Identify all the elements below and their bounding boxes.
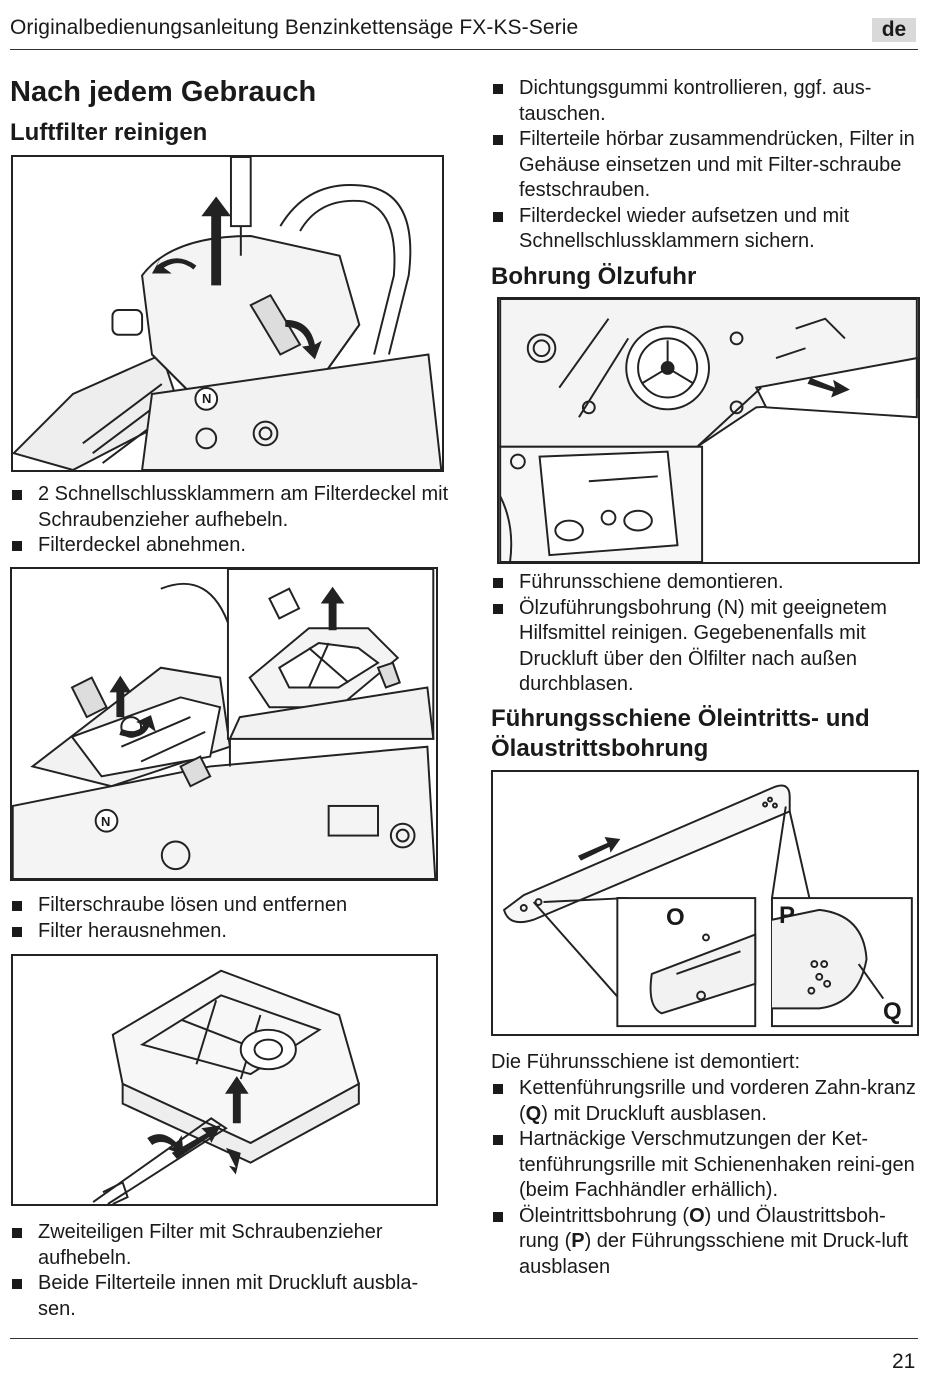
figure-label-n: N — [101, 814, 111, 829]
steps-list-guide-bar: Kettenführungsrille und vorderen Zahn-kr… — [491, 1076, 921, 1280]
figure-filter-screw: N — [10, 567, 438, 881]
intro-text: Die Führunsschiene ist demontiert: — [491, 1051, 801, 1073]
footer-rule — [10, 1338, 918, 1339]
list-item: Kettenführungsrille und vorderen Zahn-kr… — [491, 1076, 921, 1127]
steps-list-filter-clean: Zweiteiligen Filter mit Schraubenzieher … — [10, 1220, 450, 1322]
list-item: Öleintrittsbohrung (O) und Ölaustrittsbo… — [491, 1204, 921, 1281]
figure-label-o: O — [666, 904, 685, 931]
list-item: Zweiteiligen Filter mit Schraubenzieher … — [10, 1220, 450, 1271]
steps-list-filter-reassemble: Dichtungsgummi kontrollieren, ggf. aus-t… — [491, 76, 921, 255]
guide-bar-illustration — [502, 784, 913, 1028]
list-item: Filter herausnehmen. — [10, 919, 450, 945]
list-item: Filterschraube lösen und entfernen — [10, 893, 450, 919]
list-item: Hartnäckige Verschmutzungen der Ket-tenf… — [491, 1127, 921, 1204]
header-rule — [10, 49, 918, 50]
language-badge: de — [872, 18, 916, 42]
figure-label-q: Q — [883, 998, 902, 1025]
page-header-title: Originalbedienungsanleitung Benzinketten… — [10, 16, 579, 39]
figure-guide-bar: O P Q — [491, 770, 919, 1036]
list-item: 2 Schnellschlussklammern am Filterdeckel… — [10, 482, 450, 533]
list-item: Führunsschiene demontieren. — [491, 570, 921, 596]
section-heading: Nach jedem Gebrauch — [10, 76, 317, 108]
steps-list-oil-supply: Führunsschiene demontieren. Ölzuführungs… — [491, 570, 921, 698]
list-item: Dichtungsgummi kontrollieren, ggf. aus-t… — [491, 76, 921, 127]
subsection-heading-guide-bar: Führungsschiene Öleintritts- und Ölaustr… — [491, 705, 870, 762]
list-item: Filterdeckel abnehmen. — [10, 533, 450, 559]
list-item: Ölzuführungsbohrung (N) mit geeignetem H… — [491, 596, 921, 698]
figure-remove-filter-cover: N — [11, 155, 444, 472]
steps-list-filter-screw: Filterschraube lösen und entfernen Filte… — [10, 893, 450, 944]
list-item: Filterdeckel wieder aufsetzen und mit Sc… — [491, 204, 921, 255]
list-item: Filterteile hörbar zusammendrücken, Filt… — [491, 127, 921, 204]
list-item: Beide Filterteile innen mit Druckluft au… — [10, 1271, 450, 1322]
subsection-heading-oil-supply: Bohrung Ölzufuhr — [491, 263, 697, 290]
figure-label-p: P — [779, 902, 796, 929]
filter-pry-illustration — [92, 969, 360, 1204]
filter-screw-illustration — [12, 569, 436, 879]
subsection-heading-air-filter: Luftfilter reinigen — [10, 119, 208, 146]
figure-oil-supply — [497, 297, 920, 564]
steps-list-cover: 2 Schnellschlussklammern am Filterdeckel… — [10, 482, 450, 559]
oil-supply-illustration — [499, 299, 918, 562]
page-number: 21 — [892, 1350, 916, 1373]
chainsaw-cover-illustration — [13, 157, 442, 470]
figure-filter-pry — [11, 954, 438, 1206]
figure-label-n: N — [202, 391, 212, 406]
